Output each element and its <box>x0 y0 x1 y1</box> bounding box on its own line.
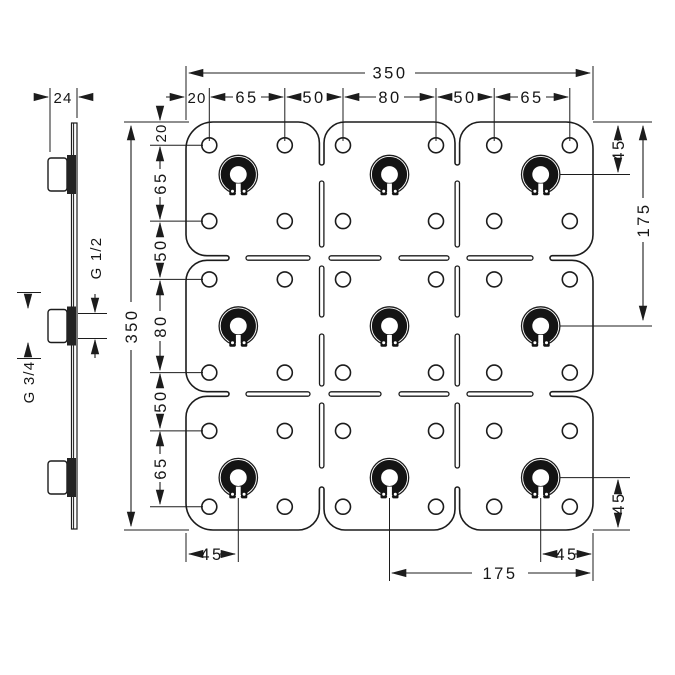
slot-cutout <box>454 333 461 387</box>
mounting-hole <box>334 212 352 230</box>
slot-cutout <box>328 391 382 397</box>
dim-top-80: 80 <box>378 89 401 107</box>
mounting-hole <box>201 422 218 440</box>
slot-cutout <box>328 255 382 261</box>
mounting-hole <box>427 422 445 440</box>
dim-left-50a: 50 <box>152 238 170 261</box>
slot-cutout <box>454 180 461 248</box>
slot-cutout <box>398 255 450 261</box>
dim-left-50b: 50 <box>152 389 170 412</box>
dim-bottom-175: 175 <box>482 565 517 583</box>
dim-left-20: 20 <box>153 123 170 142</box>
dim-right-175: 175 <box>635 202 653 237</box>
slot-cutout <box>454 402 461 469</box>
mounting-hole <box>485 271 503 288</box>
mounting-hole <box>427 271 445 288</box>
dim-side-depth-24: 24 <box>53 90 72 107</box>
mounting-hole <box>201 271 218 288</box>
dim-overall-width: 350 <box>372 65 407 83</box>
mounting-hole <box>427 212 445 230</box>
dim-top-50a: 50 <box>302 89 325 107</box>
mounting-hole <box>561 212 579 230</box>
slot-cutout <box>466 391 534 397</box>
dim-left-65b: 65 <box>152 456 170 479</box>
dim-top-20: 20 <box>187 90 206 107</box>
mounting-hole <box>334 364 352 381</box>
dimension-lines <box>17 66 652 581</box>
slot-cutout <box>318 402 325 469</box>
mounting-hole <box>485 498 503 516</box>
label-thread-g12: G 1/2 <box>88 237 105 280</box>
mounting-hole <box>276 364 294 381</box>
side-fitting-bottom <box>47 458 76 497</box>
mounting-hole <box>427 364 445 381</box>
slot-cutout <box>318 333 325 387</box>
slot-cutout <box>318 180 325 248</box>
slot-cutout <box>318 265 325 318</box>
dim-top-65b: 65 <box>520 89 543 107</box>
mounting-hole <box>334 498 352 516</box>
slot-cutout <box>466 255 534 261</box>
mounting-hole <box>485 422 503 440</box>
dimension-labels: 350 20 65 50 80 50 65 350 20 65 50 80 50… <box>21 65 653 584</box>
dim-bottom-45-left: 45 <box>200 546 223 564</box>
mounting-hole <box>276 212 294 230</box>
mounting-hole <box>334 422 352 440</box>
mounting-hole <box>201 364 218 381</box>
side-fitting-middle <box>47 306 76 346</box>
mounting-hole <box>201 498 218 516</box>
slot-cutout <box>245 391 311 397</box>
dim-overall-height: 350 <box>123 308 141 343</box>
slot-cutout <box>454 265 461 318</box>
dim-left-65a: 65 <box>152 171 170 194</box>
mounting-hole <box>561 422 579 440</box>
mounting-hole <box>276 422 294 440</box>
side-view <box>47 122 78 530</box>
mounting-hole <box>334 271 352 288</box>
slot-cutout <box>245 255 311 261</box>
slot-cutout <box>398 391 450 397</box>
mounting-hole <box>201 212 218 230</box>
dim-left-80: 80 <box>152 314 170 337</box>
mounting-hole <box>427 498 445 516</box>
label-thread-g34: G 3/4 <box>21 361 38 404</box>
mounting-hole <box>485 364 503 381</box>
mounting-hole <box>561 271 579 288</box>
dim-right-45-top: 45 <box>610 138 628 161</box>
mounting-hole <box>485 212 503 230</box>
mounting-hole <box>561 498 579 516</box>
dim-bottom-45-right: 45 <box>555 546 578 564</box>
mounting-hole <box>276 498 294 516</box>
mounting-hole <box>276 271 294 288</box>
dim-top-50b: 50 <box>453 89 476 107</box>
mounting-hole <box>561 364 579 381</box>
dim-top-65a: 65 <box>235 89 258 107</box>
dim-right-45-bottom: 45 <box>610 491 628 514</box>
side-fitting-top <box>47 155 76 194</box>
